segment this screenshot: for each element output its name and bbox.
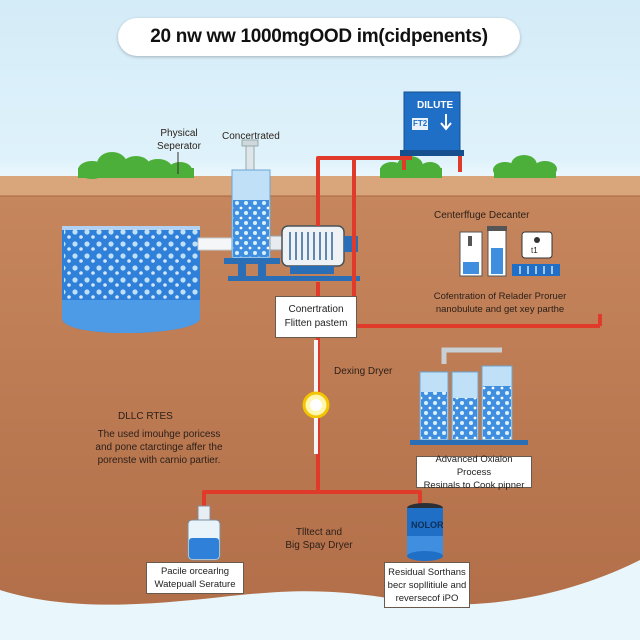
advanced-oxidation-box: Advanced Oxialon Process Resinals to Coo… — [416, 454, 532, 491]
bush-right — [493, 155, 557, 178]
dllc-heading: DLLC RTES — [118, 411, 173, 422]
dllc-description: The used imouhge poricess and pone ctarc… — [95, 429, 223, 466]
concentration-filter-box: Conertration Flitten pastem — [275, 296, 357, 338]
filtered-spray-label: Tlltect and Big Spay Dryer — [285, 527, 353, 551]
particle-separator-box: Pacile orcearlng Watepuall Serature — [146, 562, 244, 594]
nolor-can — [407, 503, 443, 561]
concentrated-label: Concertrated — [222, 131, 280, 142]
dilute-panel-label: FT2 — [413, 119, 428, 128]
dilute-tank — [400, 91, 464, 156]
particle-bottle — [187, 505, 221, 561]
bush-center — [380, 156, 442, 178]
outlet-pipe — [197, 237, 235, 251]
filter-pump — [228, 225, 360, 281]
nolor-label: NOLOR — [411, 520, 444, 530]
centrifuge-label: Centerffuge Decanter — [434, 210, 530, 221]
centrifuge-description: Cofentration of Relader Proruer nanobulu… — [433, 291, 567, 315]
physical-separator-label: Physical Seperator — [157, 128, 201, 152]
bush-left — [78, 152, 194, 179]
valve-light — [302, 391, 330, 419]
centrifuge-device-label: t1 — [531, 246, 538, 255]
centrifuge-equipment — [459, 226, 560, 277]
concentrator-tank — [224, 139, 280, 278]
drying-dryer-label: Dexing Dryer — [334, 366, 393, 377]
residual-box: Residual Sorthans becr sopllitiule and r… — [384, 562, 470, 608]
dilute-label: DILUTE — [417, 100, 454, 111]
oxidation-tanks — [410, 347, 528, 445]
settling-basin — [62, 226, 200, 334]
page-title: 20 nw ww 1000mgOOD im(cidpenents) — [118, 18, 520, 56]
